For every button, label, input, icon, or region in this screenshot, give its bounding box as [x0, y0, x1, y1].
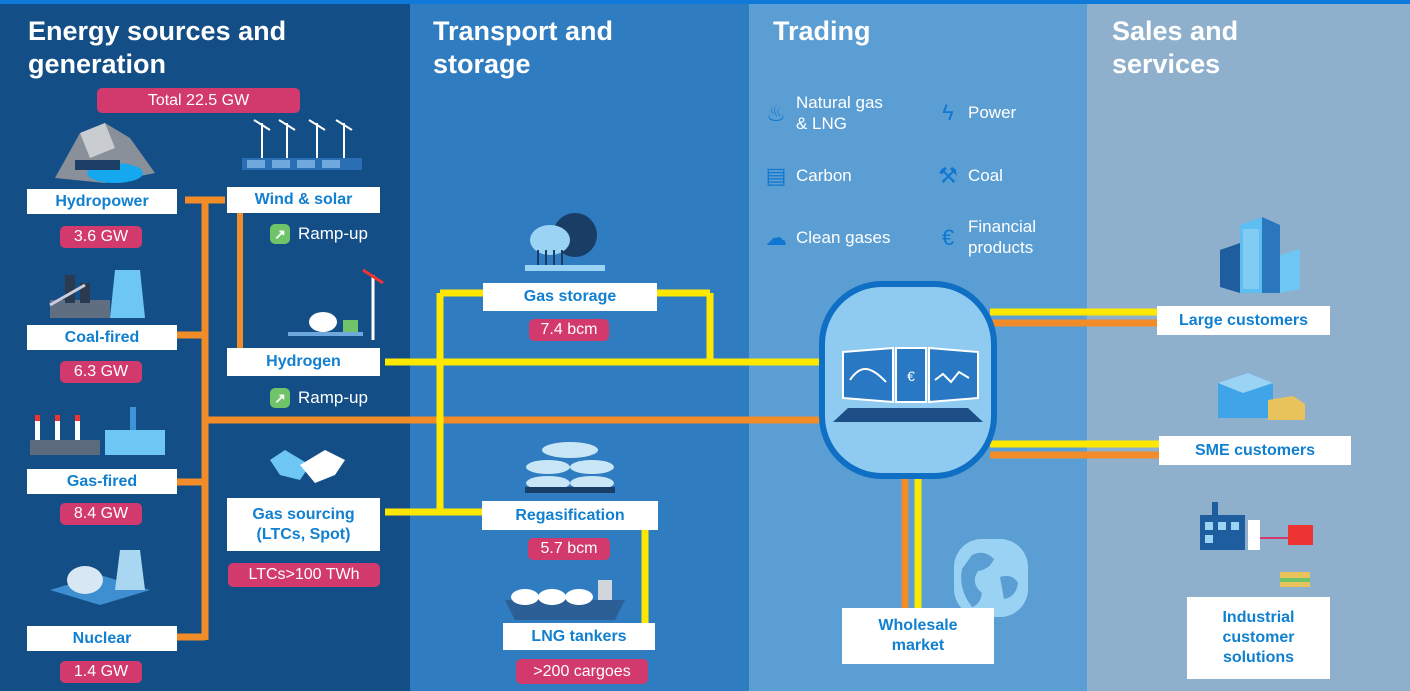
gas-cloud-icon: ☁	[765, 225, 787, 250]
large-customers-box: Large customers	[1157, 306, 1330, 335]
wind-solar-box: Wind & solar	[227, 187, 380, 213]
trading-desk-hub-icon: €	[819, 281, 997, 479]
gas-fired-capacity: 8.4 GW	[60, 503, 142, 525]
wind-solar-icon	[242, 119, 362, 170]
coal-fired-box: Coal-fired	[27, 325, 177, 350]
trading-item-label: Coal	[968, 166, 1003, 185]
trading-item-natural-gas: ♨ Natural gas & LNG	[764, 92, 883, 134]
wind-solar-ramp-up: ↗ Ramp-up	[270, 224, 368, 244]
regasification-tanks-icon	[525, 442, 615, 493]
wind-solar-status: Ramp-up	[298, 224, 368, 243]
gas-sourcing-volume: LTCs>100 TWh	[228, 563, 380, 587]
lng-tankers-box: LNG tankers	[503, 623, 655, 650]
hydrogen-plant-icon	[288, 268, 384, 340]
heading-energy-sources: Energy sources and generation	[28, 16, 287, 79]
nuclear-capacity: 1.4 GW	[60, 661, 142, 683]
lng-tankers-volume: >200 cargoes	[516, 659, 648, 684]
gas-fired-box: Gas-fired	[27, 469, 177, 494]
hydrogen-box: Hydrogen	[227, 348, 380, 376]
heading-transport-storage: Transport and storage	[433, 16, 614, 79]
hydrogen-ramp-up: ↗ Ramp-up	[270, 388, 368, 408]
industrial-customer-solutions-box: Industrial customer solutions	[1187, 597, 1330, 679]
trading-item-coal: ⚒ Coal	[936, 163, 1003, 188]
sme-customers-box: SME customers	[1159, 436, 1351, 465]
gas-storage-tank-icon	[525, 213, 605, 271]
lightning-icon: ϟ	[942, 100, 954, 125]
coins-icon: €	[941, 224, 955, 250]
trading-item-label: Clean gases	[796, 228, 891, 247]
nuclear-box: Nuclear	[27, 626, 177, 651]
gas-lines	[385, 289, 1160, 637]
nuclear-plant-icon	[50, 550, 150, 605]
wholesale-market-box: Wholesale market	[842, 608, 994, 664]
column-transport-storage	[410, 0, 749, 691]
gas-plant-icon	[30, 407, 165, 455]
column-sales-services	[1087, 0, 1410, 691]
coal-fired-capacity: 6.3 GW	[60, 361, 142, 383]
hydropower-box: Hydropower	[27, 189, 177, 214]
pickaxe-icon: ⚒	[938, 163, 958, 188]
svg-text:€: €	[907, 368, 915, 384]
regasification-capacity: 5.7 bcm	[528, 538, 610, 560]
hydropower-capacity: 3.6 GW	[60, 226, 142, 248]
coal-plant-icon	[49, 270, 145, 318]
trading-item-clean-gases: ☁ Clean gases	[764, 225, 891, 250]
heading-trading: Trading	[773, 16, 871, 46]
top-accent-bar	[0, 0, 1410, 4]
trading-item-power: ϟ Power	[936, 100, 1017, 125]
handshake-icon	[270, 450, 345, 483]
flame-icon: ♨	[766, 100, 786, 126]
globe-icon	[954, 539, 1028, 617]
hydropower-dam-icon	[55, 123, 155, 183]
arrow-up-right-icon: ↗	[270, 388, 290, 408]
trading-item-carbon: ▤ Carbon	[764, 163, 852, 188]
total-capacity-badge: Total 22.5 GW	[97, 88, 300, 113]
trading-item-label: Power	[968, 103, 1017, 122]
document-icon: ▤	[765, 163, 787, 188]
trading-item-financial-products: € Financial products	[936, 216, 1036, 258]
trading-item-label: Financial products	[968, 217, 1037, 257]
trading-item-label: Natural gas & LNG	[796, 93, 883, 133]
heading-sales-services: Sales and services	[1112, 16, 1239, 79]
industrial-facility-icon	[1200, 502, 1313, 587]
office-buildings-icon	[1220, 217, 1300, 293]
arrow-up-right-icon: ↗	[270, 224, 290, 244]
trading-item-label: Carbon	[796, 166, 852, 185]
gas-storage-box: Gas storage	[483, 283, 657, 311]
lng-tanker-ship-icon	[505, 580, 625, 620]
sme-building-icon	[1218, 373, 1305, 420]
hydrogen-status: Ramp-up	[298, 388, 368, 407]
regasification-box: Regasification	[482, 501, 658, 530]
gas-storage-capacity: 7.4 bcm	[529, 319, 609, 341]
gas-sourcing-box: Gas sourcing (LTCs, Spot)	[227, 498, 380, 551]
